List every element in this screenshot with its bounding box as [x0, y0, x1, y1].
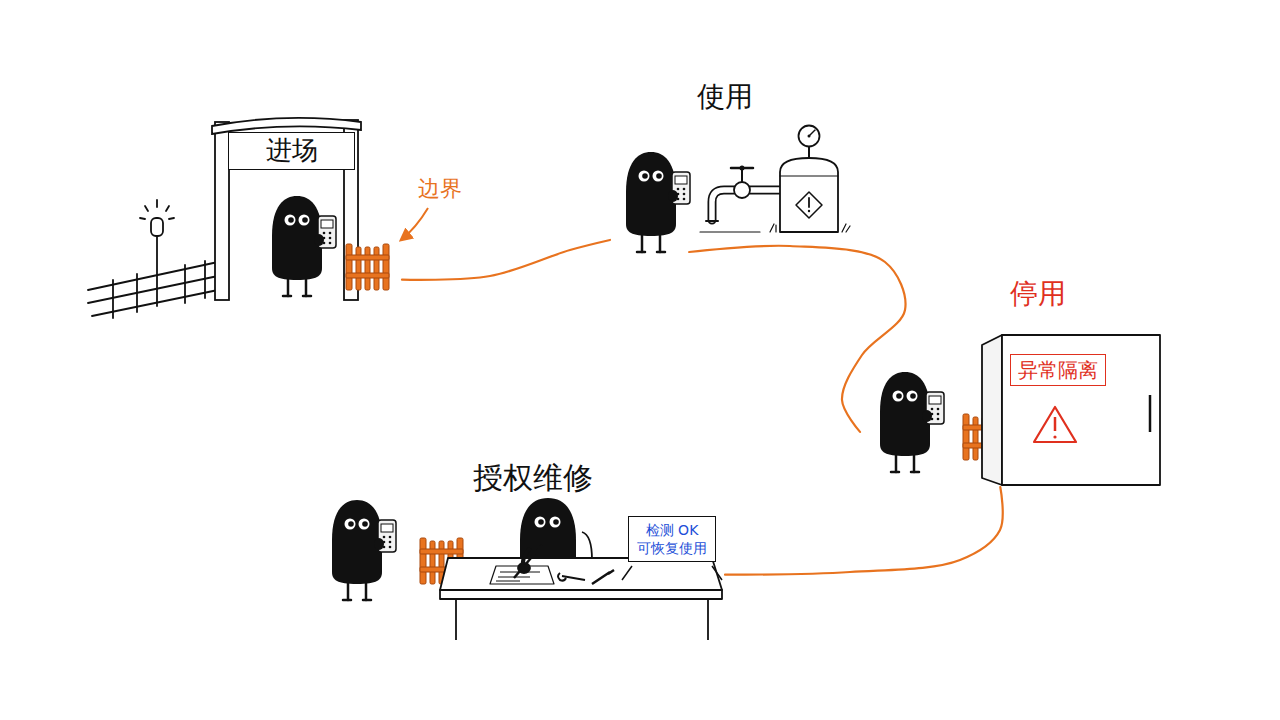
stage-region: 进场 — [212, 115, 402, 300]
status-sign: 检测 OK 可恢复使用 — [628, 516, 716, 562]
lamp-post — [166, 206, 169, 211]
callout-arrow — [401, 208, 428, 240]
character — [626, 152, 690, 252]
stage-heading: 进场 — [228, 132, 355, 170]
cabinet — [982, 335, 1160, 485]
stage-region: 异常隔离 停用 — [860, 275, 1165, 487]
cabinet — [982, 335, 1002, 485]
gas-tank — [740, 166, 745, 171]
gas-tank — [799, 126, 820, 147]
stage-region: 检测 OK 可恢复使用 授权维修 — [330, 460, 725, 645]
cabinet — [1002, 335, 1160, 485]
boundary-label: 边界 — [418, 176, 462, 202]
cabinet — [1149, 395, 1152, 432]
gas-tank — [734, 182, 750, 198]
background-fence — [204, 261, 206, 298]
lifecycle-connector — [725, 487, 1003, 575]
gas-tank — [700, 126, 850, 233]
gas-tank — [808, 135, 811, 138]
entrance-arch — [215, 122, 229, 300]
stage-heading: 使用 — [697, 80, 753, 114]
lamp-post — [140, 218, 145, 219]
desk — [440, 558, 722, 590]
background-fence — [184, 265, 186, 303]
gas-tank — [808, 198, 810, 207]
gas-tank — [706, 220, 718, 222]
lamp-post — [140, 200, 174, 306]
gas-tank — [780, 176, 838, 177]
character — [272, 196, 336, 296]
warning-sign: 异常隔离 — [1010, 354, 1106, 386]
sign-text: 检测 OK 可恢复使用 — [637, 521, 707, 557]
repairman — [553, 519, 559, 525]
desk — [514, 545, 542, 578]
gas-tank — [808, 147, 810, 158]
lamp-post — [145, 206, 148, 211]
entrance-arch — [212, 118, 361, 300]
desk — [592, 570, 614, 584]
gas-tank — [780, 158, 838, 232]
gas-tank — [741, 170, 743, 182]
character — [332, 500, 396, 600]
stage-region: 使用 — [610, 80, 850, 252]
background-fence — [136, 274, 138, 312]
stage-heading: 停用 — [1010, 277, 1066, 311]
gas-tank — [808, 210, 810, 212]
desk — [707, 599, 709, 640]
background-fence — [88, 261, 218, 318]
lifecycle-connector — [689, 246, 905, 432]
repairman — [538, 519, 544, 525]
repairman — [535, 517, 546, 528]
desk — [622, 566, 722, 580]
background-fence — [92, 290, 218, 316]
desk — [440, 590, 722, 599]
gas-tank — [700, 224, 850, 232]
desk — [518, 563, 530, 573]
lamp-post — [156, 236, 158, 306]
character — [880, 372, 944, 472]
background-fence — [112, 280, 114, 318]
cabinet — [1053, 435, 1056, 438]
repairman — [582, 532, 592, 560]
lifecycle-connector — [402, 240, 610, 280]
desk — [558, 573, 585, 581]
gas-tank — [796, 192, 822, 218]
lamp-post — [169, 218, 174, 219]
lamp-post — [151, 218, 163, 236]
boundary-fence — [346, 244, 389, 290]
background-fence — [88, 262, 218, 290]
background-fence — [88, 276, 218, 303]
cabinet — [1034, 407, 1076, 442]
lamp-post — [156, 200, 158, 207]
stage-heading: 授权维修 — [473, 460, 593, 496]
repairman — [550, 517, 561, 528]
desk — [455, 599, 457, 640]
sign-text: 异常隔离 — [1018, 358, 1098, 382]
cabinet — [1054, 417, 1057, 431]
